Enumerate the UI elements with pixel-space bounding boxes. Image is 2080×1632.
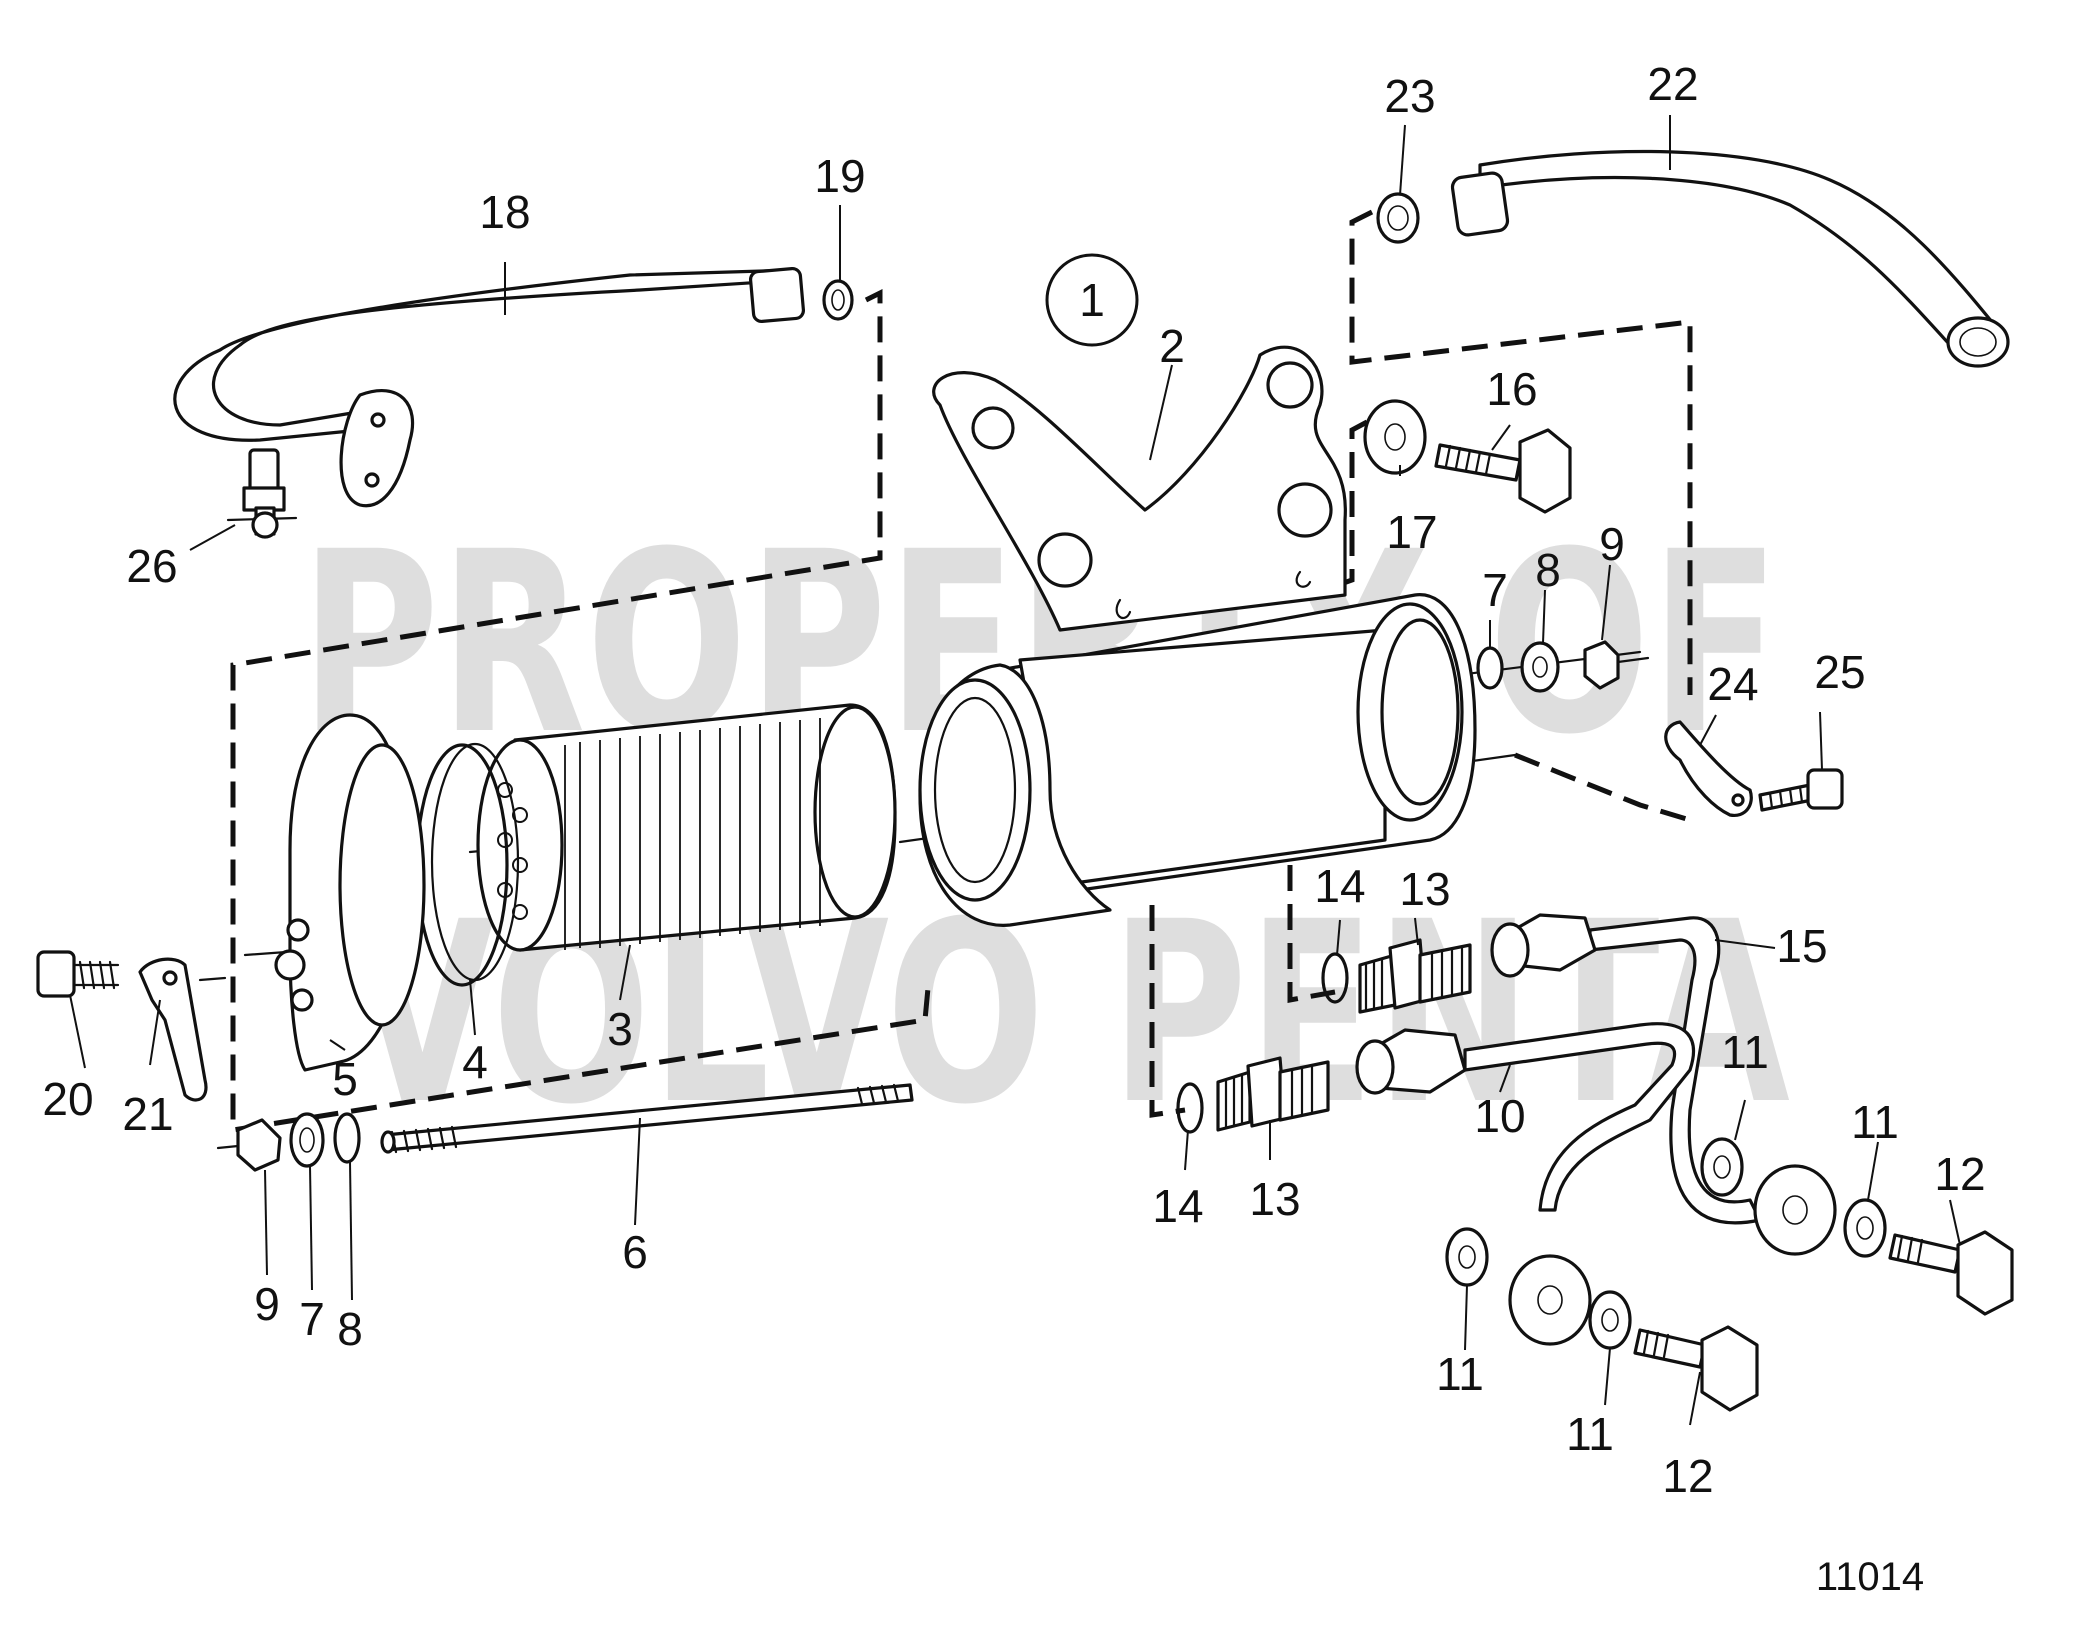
callout-11-c: 11 [1436, 1348, 1484, 1400]
callout-13-lower: 13 [1249, 1173, 1300, 1225]
leader-lines [69, 115, 1961, 1426]
part-11-washer-d [1588, 1290, 1632, 1350]
part-14-ring-lower [1176, 1082, 1204, 1134]
part-7-washer-lower [289, 1112, 325, 1168]
part-9-nut-upper [1583, 640, 1650, 690]
callout-7-lower: 7 [299, 1293, 325, 1345]
callout-9-upper: 9 [1599, 518, 1625, 570]
part-5-cover [274, 713, 426, 1072]
part-11-washer-c [1445, 1227, 1489, 1287]
part-16-bolt [1434, 428, 1572, 514]
part-11-washer-a [1700, 1137, 1744, 1197]
part-1-housing [918, 593, 1477, 927]
part-21-bracket [138, 957, 208, 1102]
callout-12-upper: 12 [1934, 1148, 1985, 1200]
part-12-bolt-lower [1633, 1325, 1759, 1412]
banjo-fitting-lower [1508, 1254, 1592, 1346]
part-20-screw [36, 950, 120, 998]
part-25-screw [1758, 768, 1844, 812]
part-10-tube [1355, 1022, 1695, 1212]
callout-11-d: 11 [1566, 1408, 1614, 1460]
callout-14-lower: 14 [1152, 1180, 1203, 1232]
callout-18: 18 [479, 186, 530, 238]
callout-8-upper: 8 [1535, 544, 1561, 596]
callout-21: 21 [122, 1088, 173, 1140]
part-14-ring-upper [1321, 952, 1349, 1004]
part-6-bolt [380, 1083, 914, 1154]
part-24-bracket [1664, 720, 1753, 817]
part-18-pipe [173, 266, 806, 508]
document-number: 11014 [1816, 1555, 1924, 1599]
callout-11-a: 11 [1721, 1026, 1769, 1078]
part-7-washer-upper [1476, 646, 1504, 690]
part-17-washer [1363, 399, 1427, 475]
part-19-washer [822, 279, 854, 321]
callout-10: 10 [1474, 1090, 1525, 1142]
part-13-nipple-lower [1216, 1056, 1330, 1132]
part-8-washer-upper [1520, 641, 1560, 693]
part-2-bracket [932, 345, 1347, 632]
callout-14-upper: 14 [1314, 860, 1365, 912]
callout-3: 3 [607, 1003, 633, 1055]
part-12-bolt-upper [1888, 1230, 2014, 1316]
part-26-fitting [226, 448, 298, 539]
part-8-washer-lower [333, 1112, 361, 1164]
part-22-pipe [1450, 149, 2010, 368]
callout-11-b: 11 [1851, 1096, 1899, 1148]
callout-12-lower: 12 [1662, 1450, 1713, 1502]
callout-13-upper: 13 [1399, 863, 1450, 915]
callout-7-upper: 7 [1482, 564, 1508, 616]
callout-25: 25 [1814, 646, 1865, 698]
callout-8-lower: 8 [337, 1303, 363, 1355]
group-marker: 1 [1045, 253, 1139, 347]
group-marker-label: 1 [1079, 274, 1105, 326]
part-3-filter-cartridge [476, 703, 897, 952]
callout-23: 23 [1384, 70, 1435, 122]
callout-22: 22 [1647, 58, 1698, 110]
part-9-nut-lower [216, 1118, 282, 1172]
callout-5: 5 [332, 1053, 358, 1105]
banjo-fitting-upper [1753, 1164, 1837, 1256]
callout-19: 19 [814, 150, 865, 202]
callout-2: 2 [1159, 320, 1185, 372]
callout-24: 24 [1707, 658, 1758, 710]
callouts: 2 3 4 5 6 7 7 8 8 9 9 10 11 11 11 11 12 … [42, 58, 1985, 1502]
callout-15: 15 [1776, 920, 1827, 972]
part-11-washer-b [1843, 1198, 1887, 1258]
callout-4: 4 [462, 1036, 488, 1088]
callout-6: 6 [622, 1226, 648, 1278]
callout-17: 17 [1386, 506, 1437, 558]
callout-9-lower: 9 [254, 1278, 280, 1330]
part-23-washer [1376, 192, 1420, 244]
callout-16: 16 [1486, 363, 1537, 415]
assembly-lines [230, 209, 1693, 1133]
callout-20: 20 [42, 1073, 93, 1125]
callout-26: 26 [126, 540, 177, 592]
part-13-nipple-upper [1358, 938, 1472, 1014]
